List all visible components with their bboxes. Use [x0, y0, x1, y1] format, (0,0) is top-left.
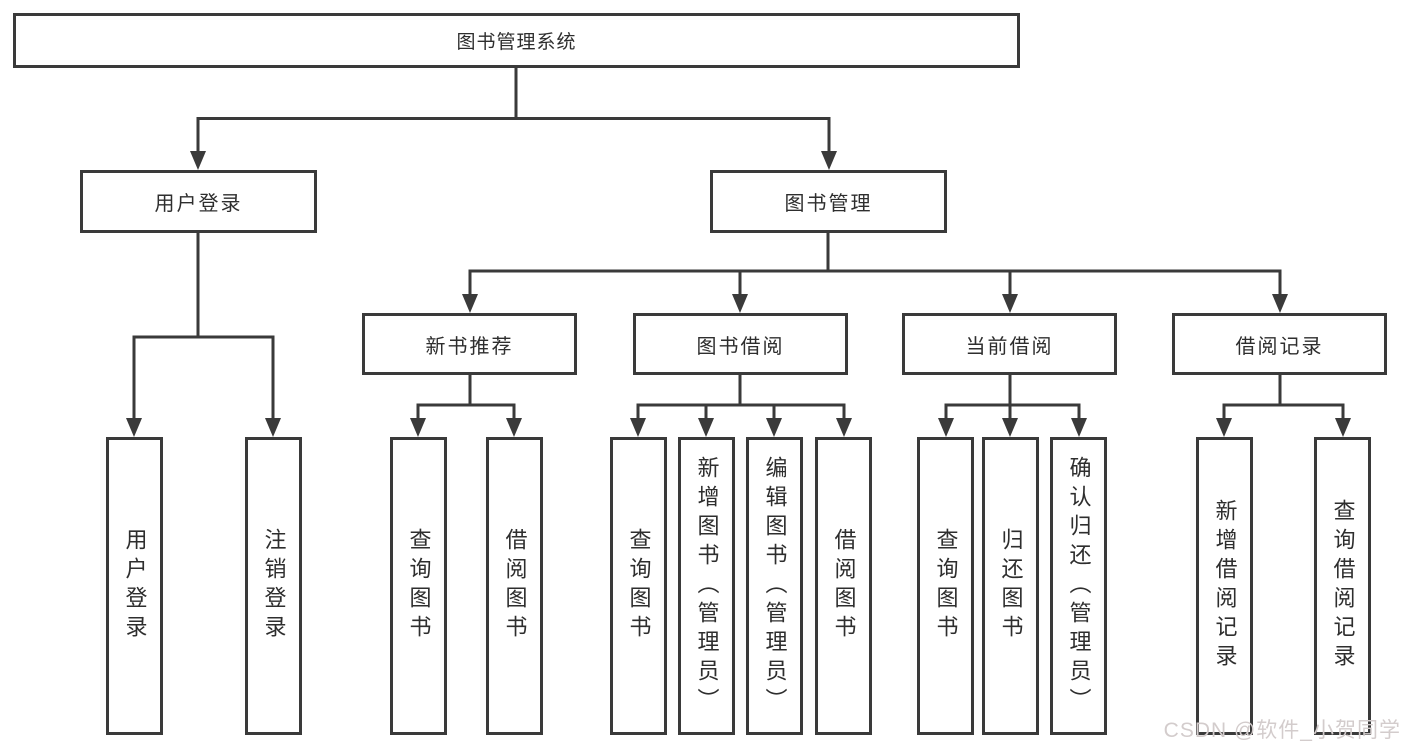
node-new-book-recommend: 新书推荐: [362, 313, 577, 375]
node-borrow-books-recommend: 借阅图书: [486, 437, 543, 735]
node-user-login: 用户登录: [80, 170, 317, 233]
node-label: 图书借阅: [696, 335, 785, 358]
node-logout: 注销登录: [245, 437, 302, 735]
node-label: 借阅图书: [831, 528, 857, 644]
node-label: 查询图书: [933, 528, 959, 644]
node-label: 确认归还（管理员）: [1066, 455, 1092, 717]
node-label: 用户登录: [154, 193, 243, 215]
node-label: 归还图书: [998, 528, 1024, 644]
node-query-books-borrow: 查询图书: [610, 437, 667, 735]
node-query-borrow-record: 查询借阅记录: [1314, 437, 1371, 735]
node-label: 新增图书（管理员）: [694, 455, 720, 717]
node-book-borrow: 图书借阅: [633, 313, 848, 375]
node-add-borrow-record: 新增借阅记录: [1196, 437, 1253, 735]
csdn-watermark: CSDN @软件_小贺同学: [1163, 719, 1401, 742]
node-borrow-records: 借阅记录: [1172, 313, 1387, 375]
node-query-books-current: 查询图书: [917, 437, 974, 735]
node-return-book: 归还图书: [982, 437, 1039, 735]
node-confirm-return-admin: 确认归还（管理员）: [1050, 437, 1107, 735]
node-label: 新书推荐: [425, 335, 514, 358]
node-library-management-system: 图书管理系统: [13, 13, 1020, 68]
node-add-book-admin: 新增图书（管理员）: [678, 437, 735, 735]
node-borrow-books: 借阅图书: [815, 437, 872, 735]
node-label: 当前借阅: [965, 335, 1054, 358]
node-label: 查询借阅记录: [1330, 499, 1356, 673]
node-book-management: 图书管理: [710, 170, 947, 233]
node-current-borrow: 当前借阅: [902, 313, 1117, 375]
node-label: 用户登录: [122, 528, 148, 644]
node-label: 图书管理系统: [456, 32, 577, 53]
node-label: 查询图书: [626, 528, 652, 644]
node-query-books-recommend: 查询图书: [390, 437, 447, 735]
node-label: 新增借阅记录: [1212, 499, 1238, 673]
node-label: 查询图书: [406, 528, 432, 644]
node-label: 注销登录: [261, 528, 287, 644]
node-label: 编辑图书（管理员）: [762, 455, 788, 717]
node-label: 借阅图书: [502, 528, 528, 644]
node-edit-book-admin: 编辑图书（管理员）: [746, 437, 803, 735]
node-user-login-action: 用户登录: [106, 437, 163, 735]
node-label: 借阅记录: [1235, 335, 1324, 358]
node-label: 图书管理: [784, 193, 873, 215]
arrowheads: [126, 151, 1351, 437]
